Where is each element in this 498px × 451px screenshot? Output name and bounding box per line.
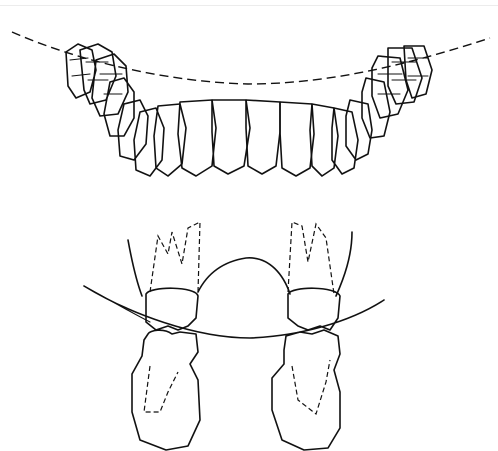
left-central-incisor bbox=[178, 100, 216, 176]
lower-left-molar bbox=[132, 330, 200, 450]
right-premolar-1 bbox=[346, 100, 372, 160]
palate-arch bbox=[198, 258, 290, 294]
lower-right-molar-root-canal bbox=[292, 360, 330, 414]
left-canine bbox=[134, 108, 164, 176]
lower-left-molar-root-canal bbox=[144, 366, 178, 412]
right-central-incisor bbox=[280, 102, 314, 176]
center-incisor-right bbox=[246, 100, 280, 174]
upper-right-molar-roots bbox=[288, 222, 334, 294]
upper-left-molar-crown bbox=[146, 288, 198, 330]
left-premolar-1 bbox=[118, 100, 148, 160]
occlusion-diagram bbox=[84, 222, 384, 450]
center-incisor-left bbox=[212, 100, 250, 174]
upper-left-molar-roots bbox=[150, 222, 200, 292]
left-alveolar-outline bbox=[128, 240, 142, 296]
right-alveolar-outline bbox=[336, 232, 352, 296]
lower-right-molar bbox=[272, 330, 340, 450]
dental-arch bbox=[12, 32, 490, 176]
